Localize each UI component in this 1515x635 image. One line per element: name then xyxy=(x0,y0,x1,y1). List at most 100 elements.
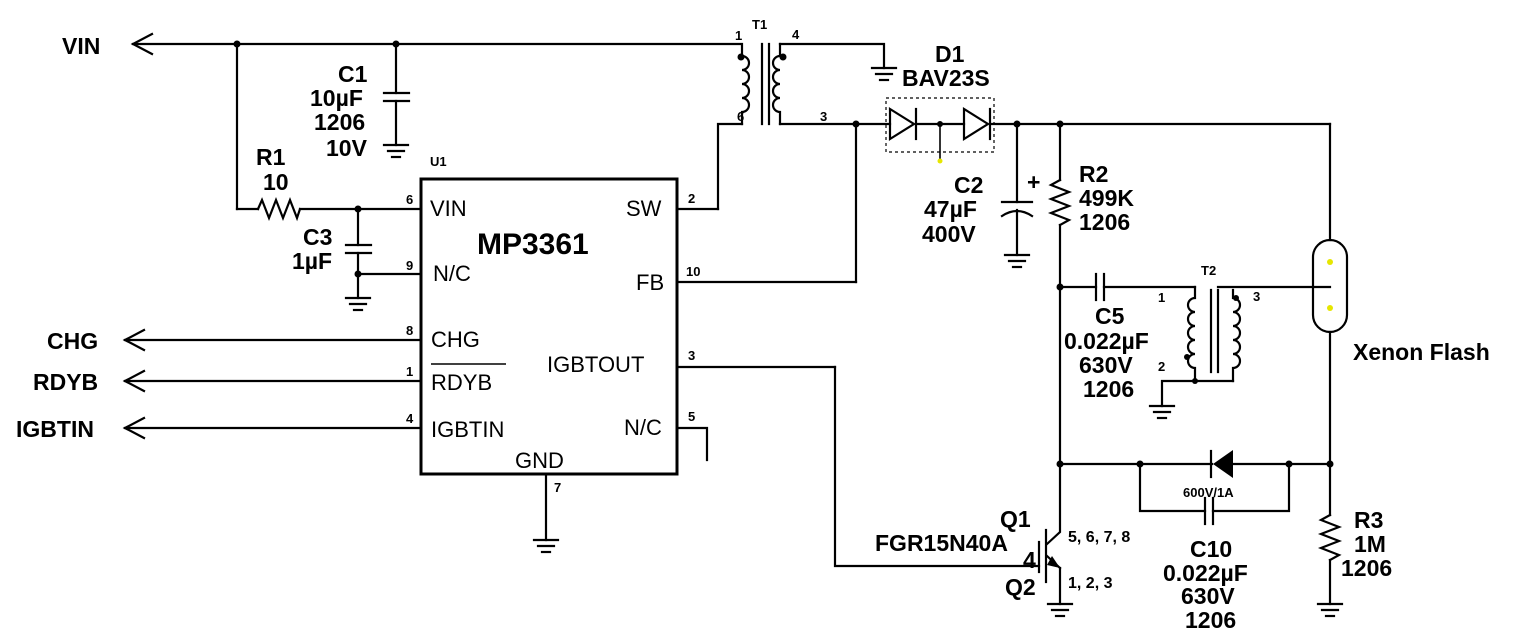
c10-voltage: 630V xyxy=(1181,583,1235,609)
c5-package: 1206 xyxy=(1083,376,1134,402)
d1-part: BAV23S xyxy=(902,65,990,91)
q1-emitter-pins: 1, 2, 3 xyxy=(1068,575,1113,592)
c1-package: 1206 xyxy=(314,109,365,135)
resistor-r2: R2 499K 1206 xyxy=(1047,120,1134,466)
capacitor-c5: C5 0.022µF 630V 1206 xyxy=(1056,272,1197,402)
electrode-dot xyxy=(1327,259,1333,265)
t1-pin6: 6 xyxy=(737,109,744,124)
c5-voltage: 630V xyxy=(1079,352,1133,378)
pin-label-nc-right: N/C xyxy=(624,415,662,440)
capacitor-c3: C3 1µF xyxy=(292,205,423,312)
c1-value: 10µF xyxy=(310,85,363,111)
transformer-t1: T1 1 4 6 3 xyxy=(716,17,898,211)
pin-label-fb: FB xyxy=(636,270,664,295)
electrode-dot xyxy=(1327,305,1333,311)
diode-600v: 600V/1A xyxy=(1183,449,1234,500)
pin-number-igbtout: 3 xyxy=(688,348,695,363)
r1-ref: R1 xyxy=(256,144,286,170)
c10-value: 0.022µF xyxy=(1163,560,1248,586)
d1-ref: D1 xyxy=(935,41,965,67)
pin-label-igbtout: IGBTOUT xyxy=(547,352,644,377)
polarity-dot xyxy=(1233,295,1239,301)
flash-label: Xenon Flash xyxy=(1353,339,1490,365)
r3-ref: R3 xyxy=(1354,507,1383,533)
pin-highlight xyxy=(937,158,943,164)
ground-symbol xyxy=(344,296,372,312)
q2-ref: Q2 xyxy=(1005,574,1036,600)
pin-label-chg: CHG xyxy=(431,327,480,352)
rdyb-port-label: RDYB xyxy=(33,369,98,395)
pin-label-nc-left: N/C xyxy=(433,261,471,286)
r3-package: 1206 xyxy=(1341,555,1392,581)
polarity-dot xyxy=(737,53,745,61)
c5-ref: C5 xyxy=(1095,303,1125,329)
pin-number-nc-left: 9 xyxy=(406,258,413,273)
pin-number-sw: 2 xyxy=(688,191,695,206)
rdyb-port: RDYB xyxy=(33,369,423,395)
igbtin-port: IGBTIN xyxy=(16,416,423,442)
c2-voltage: 400V xyxy=(922,221,976,247)
pin-number-igbtin: 4 xyxy=(406,411,414,426)
t1-ref: T1 xyxy=(752,17,767,32)
r1-value: 10 xyxy=(263,169,289,195)
c10-ref: C10 xyxy=(1190,536,1232,562)
d2-rating: 600V/1A xyxy=(1183,485,1234,500)
ground-symbol xyxy=(1316,602,1344,618)
polarity-dot xyxy=(779,53,787,61)
c1-voltage: 10V xyxy=(326,135,368,161)
c2-polarity: + xyxy=(1027,169,1040,195)
igbtin-port-label: IGBTIN xyxy=(16,416,94,442)
ic-u1: U1 MP3361 VIN N/C CHG RDYB IGBTIN SW FB … xyxy=(406,154,858,554)
c2-ref: C2 xyxy=(954,172,983,198)
pin-number-vin: 6 xyxy=(406,192,413,207)
pin-label-sw: SW xyxy=(626,196,662,221)
c1-ref: C1 xyxy=(338,61,368,87)
c10-package: 1206 xyxy=(1185,607,1236,633)
ground-symbol xyxy=(1046,602,1074,618)
t2-ref: T2 xyxy=(1201,263,1216,278)
xenon-flash-tube: Xenon Flash xyxy=(1311,122,1490,517)
vin-port: VIN xyxy=(62,32,742,59)
resistor-r1: R1 10 xyxy=(256,144,302,222)
r2-value: 499K xyxy=(1079,185,1134,211)
capacitor-c2: + C2 47µF 400V xyxy=(922,120,1040,269)
hv-rail xyxy=(1056,460,1334,468)
pin-label-vin: VIN xyxy=(430,196,467,221)
ground-symbol xyxy=(1148,404,1176,420)
diode-d1: D1 BAV23S xyxy=(854,41,1332,164)
r2-package: 1206 xyxy=(1079,209,1130,235)
chg-port: CHG xyxy=(47,328,423,354)
c5-value: 0.022µF xyxy=(1064,328,1149,354)
r3-value: 1M xyxy=(1354,531,1386,557)
r2-ref: R2 xyxy=(1079,161,1108,187)
pin-number-fb: 10 xyxy=(686,264,700,279)
q1-part: FGR15N40A xyxy=(875,530,1008,556)
igbt-q1: Q1 FGR15N40A 4 5, 6, 7, 8 1, 2, 3 Q2 xyxy=(833,365,1130,618)
transformer-t2: T2 1 2 3 xyxy=(1148,263,1332,420)
ic-part-number: MP3361 xyxy=(477,228,589,261)
t2-pin1: 1 xyxy=(1158,290,1165,305)
capacitor-c1: C1 10µF 1206 10V xyxy=(310,42,411,161)
q1-gate-pin: 4 xyxy=(1023,547,1036,573)
t1-pin4: 4 xyxy=(792,27,800,42)
ground-symbol xyxy=(382,143,410,159)
t1-pin3: 3 xyxy=(820,109,827,124)
polarity-dot xyxy=(1184,354,1190,360)
vin-port-label: VIN xyxy=(62,33,100,59)
capacitor-c10: C10 0.022µF 630V 1206 xyxy=(1138,462,1291,633)
c2-value: 47µF xyxy=(924,196,977,222)
package-outline xyxy=(885,97,995,153)
pin-number-nc-right: 5 xyxy=(688,409,695,424)
pin-number-gnd: 7 xyxy=(554,480,561,495)
resistor-r3: R3 1M 1206 xyxy=(1316,507,1392,618)
pin-number-chg: 8 xyxy=(406,323,413,338)
ground-symbol xyxy=(1003,253,1031,269)
ic-ref: U1 xyxy=(430,154,447,169)
t2-pin2: 2 xyxy=(1158,359,1165,374)
c3-ref: C3 xyxy=(303,224,332,250)
fb-wire xyxy=(852,120,860,284)
c3-value: 1µF xyxy=(292,248,332,274)
t1-pin1: 1 xyxy=(735,28,742,43)
t2-pin3: 3 xyxy=(1253,289,1260,304)
